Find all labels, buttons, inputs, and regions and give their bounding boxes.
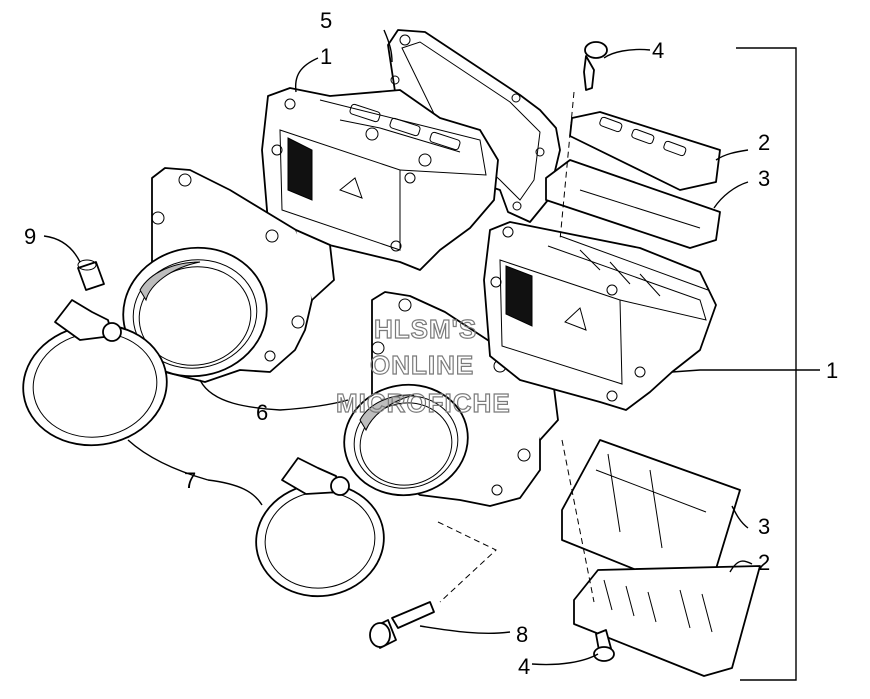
callout-6: 6 <box>256 400 268 425</box>
screw-top <box>583 41 608 91</box>
callout-8: 8 <box>516 622 528 647</box>
bolt <box>369 601 435 649</box>
leader-lines <box>43 29 820 666</box>
callout-4-top: 4 <box>652 38 664 63</box>
group-bracket <box>736 47 797 681</box>
spacer <box>77 259 105 291</box>
hose-clamp-right <box>255 457 385 598</box>
callout-1-right: 1 <box>826 358 838 383</box>
callout-9: 9 <box>24 224 36 249</box>
callout-1-top: 1 <box>320 44 332 69</box>
reed-cage-lower <box>483 221 717 411</box>
watermark-line-1: HLSM'S <box>374 314 477 344</box>
watermark-line-3: MICROFICHE <box>336 388 511 418</box>
callout-3-top: 3 <box>758 166 770 191</box>
reed-cage-upper <box>261 87 499 271</box>
assembly-guides <box>437 91 595 603</box>
watermark: HLSM'S ONLINE MICROFICHE <box>335 313 511 418</box>
callout-3-bottom: 3 <box>758 514 770 539</box>
callout-2-top: 2 <box>758 130 770 155</box>
hose-clamp-left <box>22 299 168 447</box>
callout-labels: 5 1 4 2 3 1 9 6 7 3 2 8 4 <box>24 8 838 679</box>
reed-petal-top <box>545 159 721 249</box>
intake-boot-left <box>122 167 335 383</box>
callout-7: 7 <box>184 468 196 493</box>
screw-bottom <box>593 629 615 662</box>
watermark-line-2: ONLINE <box>370 350 474 380</box>
callout-4-bottom: 4 <box>518 654 530 679</box>
callout-5: 5 <box>320 8 332 33</box>
callout-2-bottom: 2 <box>758 550 770 575</box>
reed-stopper-bottom <box>573 565 761 677</box>
